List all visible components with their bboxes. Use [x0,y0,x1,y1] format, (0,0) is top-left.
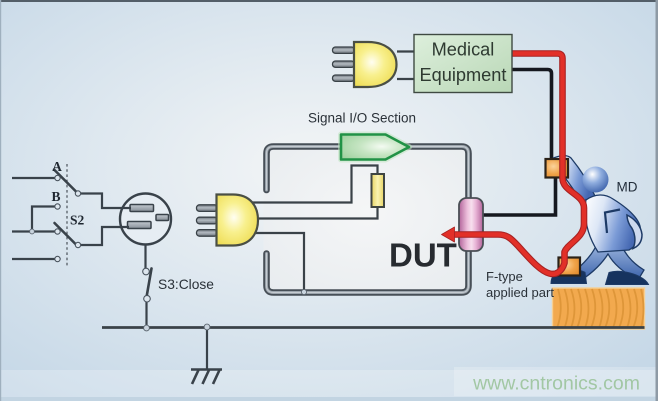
svg-text:www.cntronics.com: www.cntronics.com [472,373,640,395]
svg-text:MD: MD [617,180,638,195]
svg-text:B: B [51,189,60,204]
svg-text:Signal I/O Section: Signal I/O Section [308,111,416,126]
svg-text:F-type: F-type [486,269,523,284]
svg-text:Equipment: Equipment [420,65,507,85]
svg-text:S3:Close: S3:Close [158,277,214,292]
svg-text:S2: S2 [70,213,85,228]
svg-text:Medical: Medical [432,40,495,60]
svg-text:A: A [52,159,62,174]
svg-text:DUT: DUT [389,237,457,274]
svg-text:applied part: applied part [486,285,554,300]
